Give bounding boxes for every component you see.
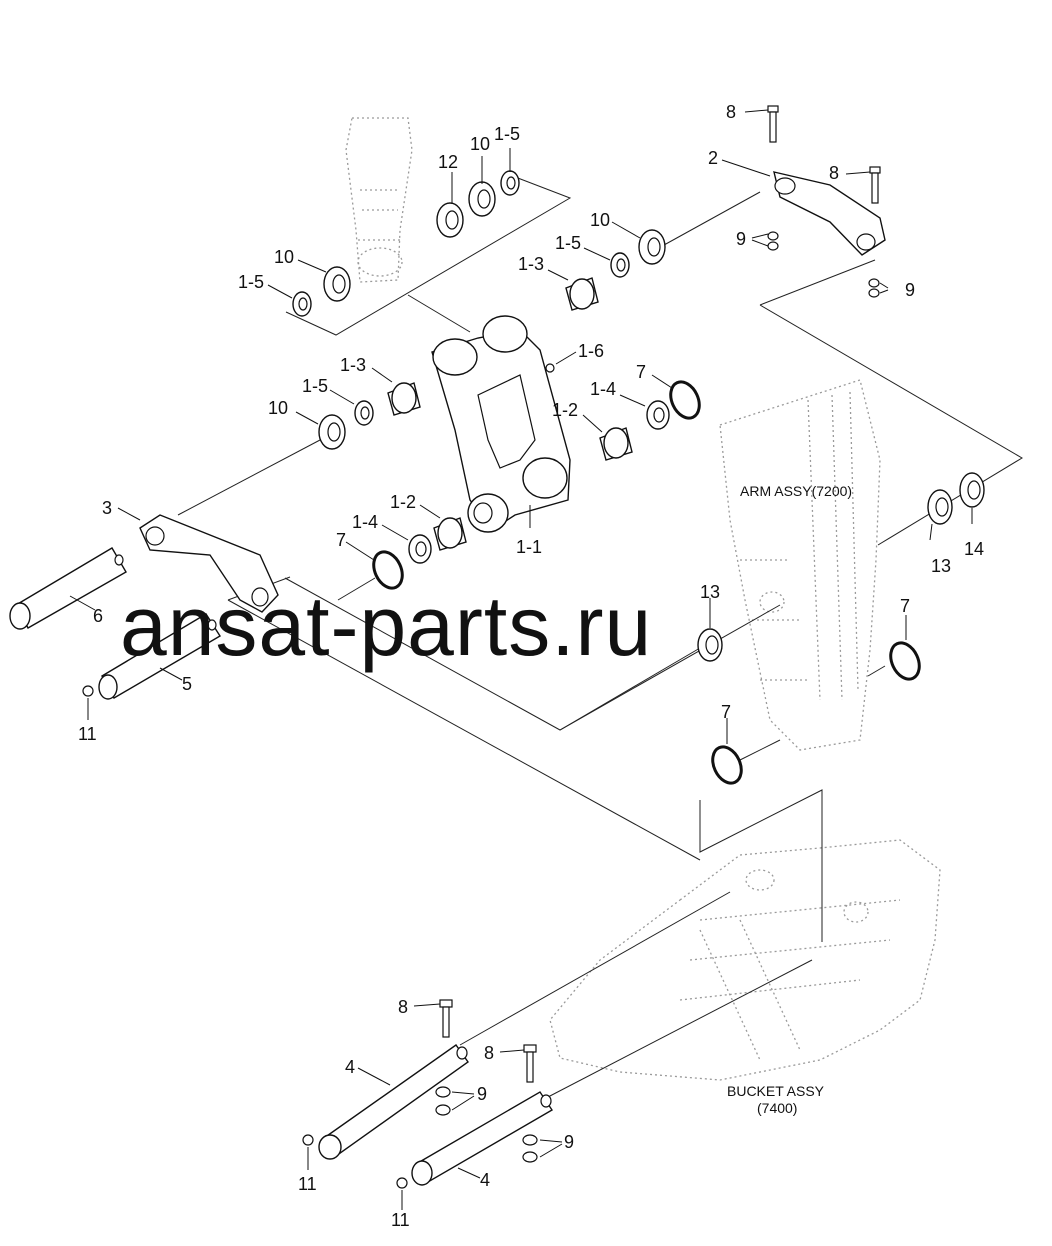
bushing-1-3-upper xyxy=(565,277,599,311)
part-label: 8 xyxy=(829,163,839,183)
part-label: 11 xyxy=(78,724,97,744)
washer-1-5-mid xyxy=(610,252,630,278)
bushing-1-2-right xyxy=(599,427,633,461)
part-number-labels: 8 2 8 12 10 1-5 10 9 10 1-5 1-5 1-3 9 1-… xyxy=(78,102,984,1230)
bushings xyxy=(387,277,633,551)
link-part-1-1 xyxy=(431,315,571,533)
part-label: 6 xyxy=(93,606,103,626)
bucket-assy-ghost xyxy=(549,839,941,1081)
bolt-8-bucket-a xyxy=(439,999,453,1038)
washer-10-top xyxy=(468,181,496,217)
washer-1-5-top xyxy=(500,170,520,196)
arm-assy-label: ARM ASSY(7200) xyxy=(740,483,852,499)
part-label: 10 xyxy=(470,134,490,154)
watermark-text: ansat-parts.ru xyxy=(120,579,652,673)
pin-part-4-b xyxy=(411,1091,553,1186)
part-label: 1-5 xyxy=(302,376,328,396)
part-label: 5 xyxy=(182,674,192,694)
bushing-1-2-left xyxy=(433,517,467,551)
part-label: 10 xyxy=(590,210,610,230)
washer-10-lower xyxy=(318,414,346,450)
part-label: 8 xyxy=(484,1043,494,1063)
part-label: 10 xyxy=(274,247,294,267)
part-label: 7 xyxy=(336,530,346,550)
washer-1-4-right xyxy=(646,400,670,430)
washer-12 xyxy=(436,202,464,238)
part-label: 12 xyxy=(438,152,458,172)
pin-part-6 xyxy=(9,547,127,630)
part-label: 9 xyxy=(477,1084,487,1104)
o-rings xyxy=(372,380,921,785)
label-leaders xyxy=(69,109,973,1210)
part-label: 7 xyxy=(900,596,910,616)
part-label: 10 xyxy=(268,398,288,418)
grease-fittings xyxy=(82,363,555,1189)
part-label: 9 xyxy=(736,229,746,249)
nuts xyxy=(435,231,880,1163)
part-label: 13 xyxy=(931,556,951,576)
washer-1-5-left xyxy=(292,291,312,317)
washer-13-center xyxy=(697,628,723,662)
washer-10-mid xyxy=(638,229,666,265)
part-label: 1-5 xyxy=(494,124,520,144)
washer-1-5-lower xyxy=(354,400,374,426)
bolt-8-right xyxy=(869,166,881,204)
washer-1-4-left xyxy=(408,534,432,564)
part-label: 11 xyxy=(391,1210,410,1230)
part-label: 1-2 xyxy=(390,492,416,512)
plate-part-3 xyxy=(139,514,279,613)
part-label: 14 xyxy=(964,539,984,559)
part-label: 1-3 xyxy=(340,355,366,375)
part-label: 4 xyxy=(480,1170,490,1190)
part-label: 2 xyxy=(708,148,718,168)
washers xyxy=(292,170,985,662)
part-label: 1-2 xyxy=(552,400,578,420)
part-label: 1-1 xyxy=(516,537,542,557)
part-label: 1-5 xyxy=(555,233,581,253)
pin-part-5 xyxy=(98,613,221,700)
bucket-assy-label-line2: (7400) xyxy=(757,1100,797,1116)
washer-14 xyxy=(959,472,985,508)
arm-cylinder-ghost xyxy=(345,117,413,283)
bolt-8-top xyxy=(767,105,779,143)
part-label: 3 xyxy=(102,498,112,518)
part-label: 8 xyxy=(726,102,736,122)
part-label: 1-3 xyxy=(518,254,544,274)
washer-13-right xyxy=(927,489,953,525)
part-label: 9 xyxy=(905,280,915,300)
part-label: 4 xyxy=(345,1057,355,1077)
bolts xyxy=(439,105,881,1083)
part-label: 1-5 xyxy=(238,272,264,292)
part-label: 1-6 xyxy=(578,341,604,361)
washer-10-left xyxy=(323,266,351,302)
part-label: 1-4 xyxy=(352,512,378,532)
bucket-assy-label-line1: BUCKET ASSY xyxy=(727,1083,825,1099)
part-label: 9 xyxy=(564,1132,574,1152)
pin-part-4-a xyxy=(318,1044,469,1160)
bolt-8-bucket-b xyxy=(523,1044,537,1083)
link-part-2 xyxy=(773,171,886,256)
part-label: 11 xyxy=(298,1174,317,1194)
part-label: 13 xyxy=(700,582,720,602)
arm-assy-ghost xyxy=(719,379,881,751)
part-label: 8 xyxy=(398,997,408,1017)
part-label: 7 xyxy=(636,362,646,382)
part-label: 7 xyxy=(721,702,731,722)
part-label: 1-4 xyxy=(590,379,616,399)
bushing-1-3-lower xyxy=(387,382,421,416)
